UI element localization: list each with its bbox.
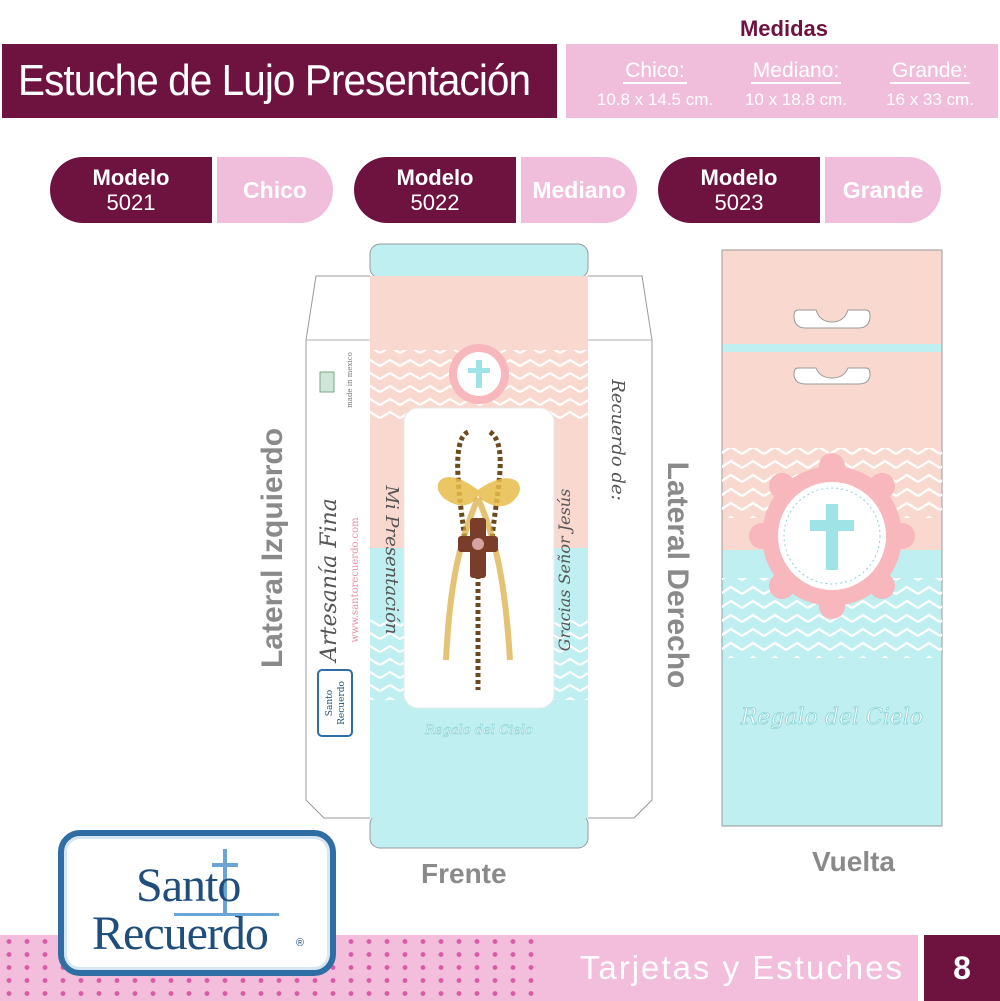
- model-5021-pill: Modelo 5021: [50, 157, 212, 223]
- size-dims: 10.8 x 14.5 cm.: [596, 90, 714, 109]
- size-mediano: Mediano: 10 x 18.8 cm.: [732, 60, 860, 110]
- page-title: Estuche de Lujo Presentación: [18, 56, 531, 105]
- front-box-dieline: Artesanía Fina www.santorecuerdo.com mad…: [305, 243, 653, 849]
- size-dims: 16 x 33 cm.: [886, 90, 974, 109]
- mini-logo-text-2: Recuerdo: [337, 681, 347, 725]
- mi-presentacion-text: Mi Presentación: [381, 485, 402, 635]
- back-box: Regalo del Cielo: [721, 249, 943, 827]
- right-flap-outline: [588, 275, 653, 819]
- model-label: Modelo: [700, 165, 778, 190]
- santo-recuerdo-logo: Santo Recuerdo ®: [58, 830, 336, 976]
- frente-label: Frente: [421, 858, 507, 889]
- vuelta-label: Vuelta: [812, 846, 895, 877]
- page-number: 8: [924, 935, 1000, 1001]
- logo-cross-icon: [223, 849, 227, 915]
- model-label: Modelo: [92, 165, 170, 190]
- size-dims: 10 x 18.8 cm.: [744, 90, 848, 109]
- lateral-derecho-label: Lateral Derecho: [661, 461, 694, 689]
- model-number: 5021: [106, 190, 156, 215]
- title-banner: Estuche de Lujo Presentación: [2, 44, 557, 118]
- model-label: Modelo: [396, 165, 474, 190]
- recycle-icon: [319, 371, 335, 393]
- gracias-text: Gracias Señor Jesús: [555, 489, 574, 652]
- hanger-slot-bottom: [793, 367, 871, 385]
- model-number: 5023: [714, 190, 764, 215]
- hanger-slot-top: [793, 309, 871, 329]
- regalo-front-text: Regalo del Cielo: [424, 723, 533, 738]
- model-5023-pill: Modelo 5023: [658, 157, 820, 223]
- size-name: Mediano:: [750, 59, 842, 84]
- size-grande: Grande: 16 x 33 cm.: [870, 60, 990, 110]
- logo-line-1: Santo: [136, 859, 241, 912]
- registered-mark: ®: [296, 937, 305, 949]
- mini-logo: [317, 669, 353, 737]
- model-size-chico: Chico: [217, 157, 333, 223]
- top-tab: [369, 243, 589, 279]
- web-text: www.santorecuerdo.com: [350, 517, 361, 643]
- model-size-grande: Grande: [825, 157, 941, 223]
- regalo-back-text: Regalo del Cielo: [740, 705, 923, 730]
- size-name: Chico:: [623, 59, 687, 84]
- medidas-panel: Chico: 10.8 x 14.5 cm. Mediano: 10 x 18.…: [566, 44, 998, 118]
- mini-logo-text-1: Santo: [325, 690, 335, 716]
- rosary-image: [437, 429, 520, 690]
- logo-line-2: Recuerdo: [92, 907, 269, 960]
- made-in-text: made in mexico: [346, 352, 354, 408]
- bottom-tab: [369, 813, 589, 849]
- size-chico: Chico: 10.8 x 14.5 cm.: [580, 60, 730, 110]
- artesania-text: Artesanía Fina: [317, 498, 342, 664]
- medidas-heading: Medidas: [739, 16, 829, 41]
- model-5022-pill: Modelo 5022: [354, 157, 516, 223]
- model-number: 5022: [410, 190, 460, 215]
- recuerdo-de-text: Recuerdo de:: [607, 378, 628, 500]
- lateral-izquierdo-label: Lateral Izquierdo: [256, 427, 289, 669]
- footer-tagline: Tarjetas y Estuches: [579, 949, 904, 986]
- cross-badge: [749, 453, 915, 619]
- size-name: Grande:: [890, 59, 970, 84]
- model-size-mediano: Mediano: [521, 157, 637, 223]
